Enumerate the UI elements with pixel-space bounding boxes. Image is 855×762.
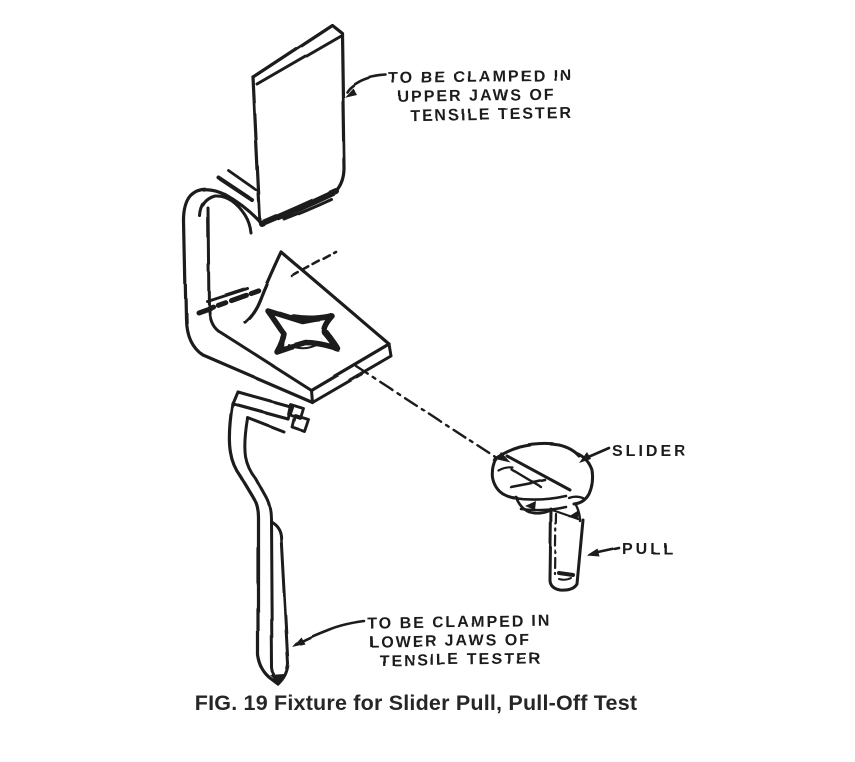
bar-left-cap	[231, 390, 240, 406]
leader-lines	[292, 73, 621, 647]
star-accent-left	[279, 331, 287, 353]
figure-caption: FIG. 19 Fixture for Slider Pull, Pull-Of…	[195, 691, 637, 715]
bend-inner-opening	[198, 194, 253, 235]
pull-leader	[594, 546, 621, 555]
upper-clamp-annotation: TO BE CLAMPED IN UPPER JAWS OF TENSILE T…	[389, 67, 574, 125]
bar-front-bottom-edge	[246, 416, 286, 434]
pull-arrowhead	[587, 549, 600, 557]
projection-line	[354, 364, 510, 462]
pull-slot	[557, 571, 575, 577]
lower-clamp-arrowhead	[292, 637, 305, 647]
slider-mouth-mark-1	[525, 501, 536, 510]
slider-bottom-skirt	[514, 495, 551, 515]
slider-label: SLIDER	[612, 443, 689, 460]
seat-hatch-3	[290, 250, 338, 278]
slider-flange-2	[511, 494, 568, 501]
pull-centerline	[553, 512, 558, 576]
pull-top-edge	[550, 508, 580, 521]
slider-flange-3	[519, 505, 568, 512]
bend-hatch-1	[217, 176, 254, 202]
seat-hatch-1	[195, 286, 265, 315]
bar-tip-shade	[270, 674, 284, 684]
bar-peg-lower	[290, 413, 310, 433]
dash-dot-line	[354, 364, 502, 462]
bar-outer-edge	[228, 402, 280, 686]
slider-nose-detail	[496, 465, 514, 472]
upper-clamp-leader	[345, 73, 388, 94]
strip-inner-edge	[206, 206, 313, 392]
pull-slot-under	[558, 577, 572, 581]
slider-left-lobe	[490, 457, 519, 500]
slider-post-edge	[574, 503, 582, 523]
pull-tab-drawing	[548, 507, 585, 592]
pull-outline	[548, 507, 585, 592]
seat-thickness-edge	[309, 342, 393, 404]
lower-clamp-line-2: LOWER JAWS OF	[369, 632, 531, 651]
bar-right-edge	[270, 520, 290, 686]
plate-bottom-edge	[259, 188, 339, 227]
upper-clamp-arrowhead	[344, 88, 357, 98]
star-hole	[265, 308, 341, 355]
bar-inner-edge	[243, 417, 280, 686]
bend-outer-edge	[182, 188, 314, 404]
bar-rear-top-edge	[236, 390, 294, 409]
slider-arrowhead	[579, 452, 591, 463]
bar-end-cap	[286, 405, 294, 421]
upper-clamp-line-3: TENSILE TESTER	[410, 105, 573, 125]
lower-clamp-line-3: TENSILE TESTER	[379, 651, 542, 670]
seat-hatch-2	[205, 286, 249, 303]
plate-top-inner-edge	[255, 34, 342, 86]
seat-rear-edge	[243, 250, 391, 346]
plate-bottom-shade	[282, 197, 333, 221]
annotations: TO BE CLAMPED IN UPPER JAWS OF TENSILE T…	[367, 67, 689, 670]
slider-ridge-line	[505, 454, 572, 492]
seat-front-right-edge	[309, 342, 391, 392]
lower-clamp-annotation: TO BE CLAMPED IN LOWER JAWS OF TENSILE T…	[367, 613, 552, 670]
upper-bracket-drawing	[182, 23, 393, 404]
slider-ridge-line-2	[509, 467, 543, 489]
lower-bar-drawing	[228, 390, 310, 686]
star-accent-right	[323, 330, 341, 352]
lower-clamp-leader	[297, 619, 366, 645]
upper-clamp-line-2: UPPER JAWS OF	[398, 87, 556, 107]
plate-outline	[251, 23, 346, 193]
slider-leader	[584, 446, 611, 460]
slider-flange-1	[509, 478, 547, 489]
star-accent-top	[290, 313, 335, 323]
pull-label: PULL	[622, 541, 676, 558]
plate-left-edge	[251, 75, 262, 224]
slider-top-edge	[493, 442, 581, 461]
slider-flange-4	[567, 495, 587, 501]
bend-hatch-2	[227, 169, 258, 192]
bar-front-top-edge	[231, 402, 290, 421]
lower-clamp-line-1: TO BE CLAMPED IN	[367, 613, 552, 633]
star-under-curve	[288, 343, 321, 350]
slider-drawing	[490, 442, 595, 523]
upper-clamp-line-1: TO BE CLAMPED IN	[389, 67, 574, 87]
